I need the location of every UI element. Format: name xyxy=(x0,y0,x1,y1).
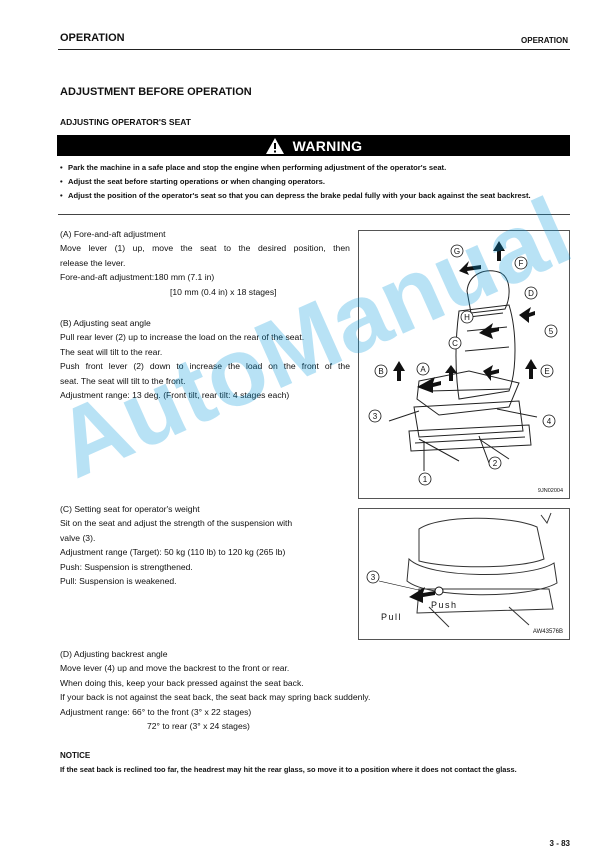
warning-separator xyxy=(58,214,570,215)
section-subtitle: ADJUSTING OPERATOR'S SEAT xyxy=(60,117,191,127)
warning-item: Adjust the position of the operator's se… xyxy=(60,189,572,203)
running-header-right: OPERATION xyxy=(521,36,568,45)
label-1: 1 xyxy=(423,475,428,484)
word: seat xyxy=(200,243,217,254)
running-header-left: OPERATION xyxy=(60,32,125,44)
label-4: 4 xyxy=(547,417,552,426)
section-a-line-3: Fore-and-aft adjustment:180 mm (7.1 in) xyxy=(60,272,215,283)
label-e: E xyxy=(544,367,549,376)
word: the xyxy=(283,361,296,372)
warning-list: Park the machine in a safe place and sto… xyxy=(60,161,572,203)
suspension-valve-figure: 3 Push Pull AW43576B xyxy=(358,508,570,640)
word: then xyxy=(333,243,350,254)
page-number: 3 - 83 xyxy=(549,839,570,848)
word: the xyxy=(228,361,240,372)
label-g: G xyxy=(454,247,460,256)
section-a: (A) Fore-and-aft adjustment Move lever (1)… xyxy=(60,227,350,299)
section-a-line-2: release the lever. xyxy=(60,257,126,268)
section-d: (D) Adjusting backrest angle Move lever … xyxy=(60,647,370,733)
warning-triangle-icon xyxy=(265,137,284,154)
word: of xyxy=(324,361,333,372)
word: front xyxy=(301,361,319,372)
section-c-line-4: Push: Suspension is strengthened. xyxy=(60,561,193,572)
label-2: 2 xyxy=(493,459,498,468)
word: the xyxy=(338,361,350,372)
pull-label: Pull xyxy=(381,612,402,622)
section-d-line-1: Move lever (4) up and move the backrest … xyxy=(60,663,290,674)
section-b-line-2: The seat will tilt to the rear. xyxy=(60,346,163,357)
label-a: A xyxy=(420,365,426,374)
word: front xyxy=(85,361,103,372)
section-d-line-5: 72° to rear (3° x 24 stages) xyxy=(147,721,250,732)
figure-code: 9JN02004 xyxy=(538,488,563,494)
valve-drawing: 3 Push Pull AW43576B xyxy=(366,512,563,635)
valve-number-label: 3 xyxy=(371,573,376,582)
section-c: (C) Setting seat for operator's weight S… xyxy=(60,502,292,588)
header-rule xyxy=(58,49,570,50)
word: load xyxy=(245,361,263,372)
section-b: (B) Adjusting seat angle Pull rear lever… xyxy=(60,316,350,402)
word: to xyxy=(176,361,184,372)
section-b-line-5: Adjustment range: 13 deg. (Front tilt, r… xyxy=(60,390,290,401)
word: (2) xyxy=(133,361,144,372)
section-c-line-5: Pull: Suspension is weakened. xyxy=(60,576,177,587)
word: the xyxy=(238,243,251,254)
notice-heading: NOTICE xyxy=(60,751,91,760)
section-b-heading: (B) Adjusting seat angle xyxy=(60,318,151,328)
word: lever xyxy=(88,243,108,254)
word: (1) xyxy=(114,243,126,254)
word: Push xyxy=(60,361,80,372)
label-h: H xyxy=(464,313,470,322)
word: the xyxy=(180,243,193,254)
notice-text: If the seat back is reclined too far, th… xyxy=(60,765,517,774)
word: lever xyxy=(108,361,128,372)
label-d: D xyxy=(528,289,534,298)
label-f: F xyxy=(519,259,524,268)
label-3: 3 xyxy=(373,412,378,421)
word: to xyxy=(223,243,232,254)
word: on xyxy=(268,361,278,372)
section-c-line-1: Sit on the seat and adjust the strength … xyxy=(60,518,293,529)
section-d-line-2: When doing this, keep your back pressed … xyxy=(60,677,304,688)
word: down xyxy=(149,361,171,372)
seat-adjustment-figure: G F D H C A B E 5 3 4 1 2 9JN02004 xyxy=(358,230,570,499)
word: move xyxy=(152,243,174,254)
word: increase xyxy=(189,361,223,372)
section-c-line-2: valve (3). xyxy=(60,532,96,543)
section-a-line-4: [10 mm (0.4 in) x 18 stages] xyxy=(170,286,277,297)
warning-item: Adjust the seat before starting operatio… xyxy=(60,175,572,189)
label-c: C xyxy=(452,339,458,348)
word: position, xyxy=(293,243,326,254)
warning-label: WARNING xyxy=(292,137,363,154)
section-a-heading: (A) Fore-and-aft adjustment xyxy=(60,229,166,239)
push-label: Push xyxy=(431,600,458,610)
label-5: 5 xyxy=(549,327,554,336)
page-title: ADJUSTMENT BEFORE OPERATION xyxy=(60,86,252,98)
section-c-line-3: Adjustment range (Target): 50 kg (110 lb… xyxy=(60,547,286,558)
section-b-line-1: Pull rear lever (2) up to increase the l… xyxy=(60,332,305,343)
seat-drawing: G F D H C A B E 5 3 4 1 2 9JN02004 xyxy=(368,241,563,494)
word: up, xyxy=(132,243,145,254)
word: Move xyxy=(60,243,82,254)
section-d-line-4: Adjustment range: 66° to the front (3° x… xyxy=(60,706,252,717)
section-c-heading: (C) Setting seat for operator's weight xyxy=(60,504,200,514)
section-b-line-4: seat. The seat will tilt to the front. xyxy=(60,375,186,386)
word: desired xyxy=(257,243,287,254)
warning-item: Park the machine in a safe place and sto… xyxy=(60,161,572,175)
label-b: B xyxy=(378,367,383,376)
warning-banner: WARNING xyxy=(57,135,570,156)
section-d-heading: (D) Adjusting backrest angle xyxy=(60,649,168,659)
section-d-line-3: If your back is not against the seat bac… xyxy=(60,692,371,703)
figure-code: AW43576B xyxy=(533,629,563,635)
